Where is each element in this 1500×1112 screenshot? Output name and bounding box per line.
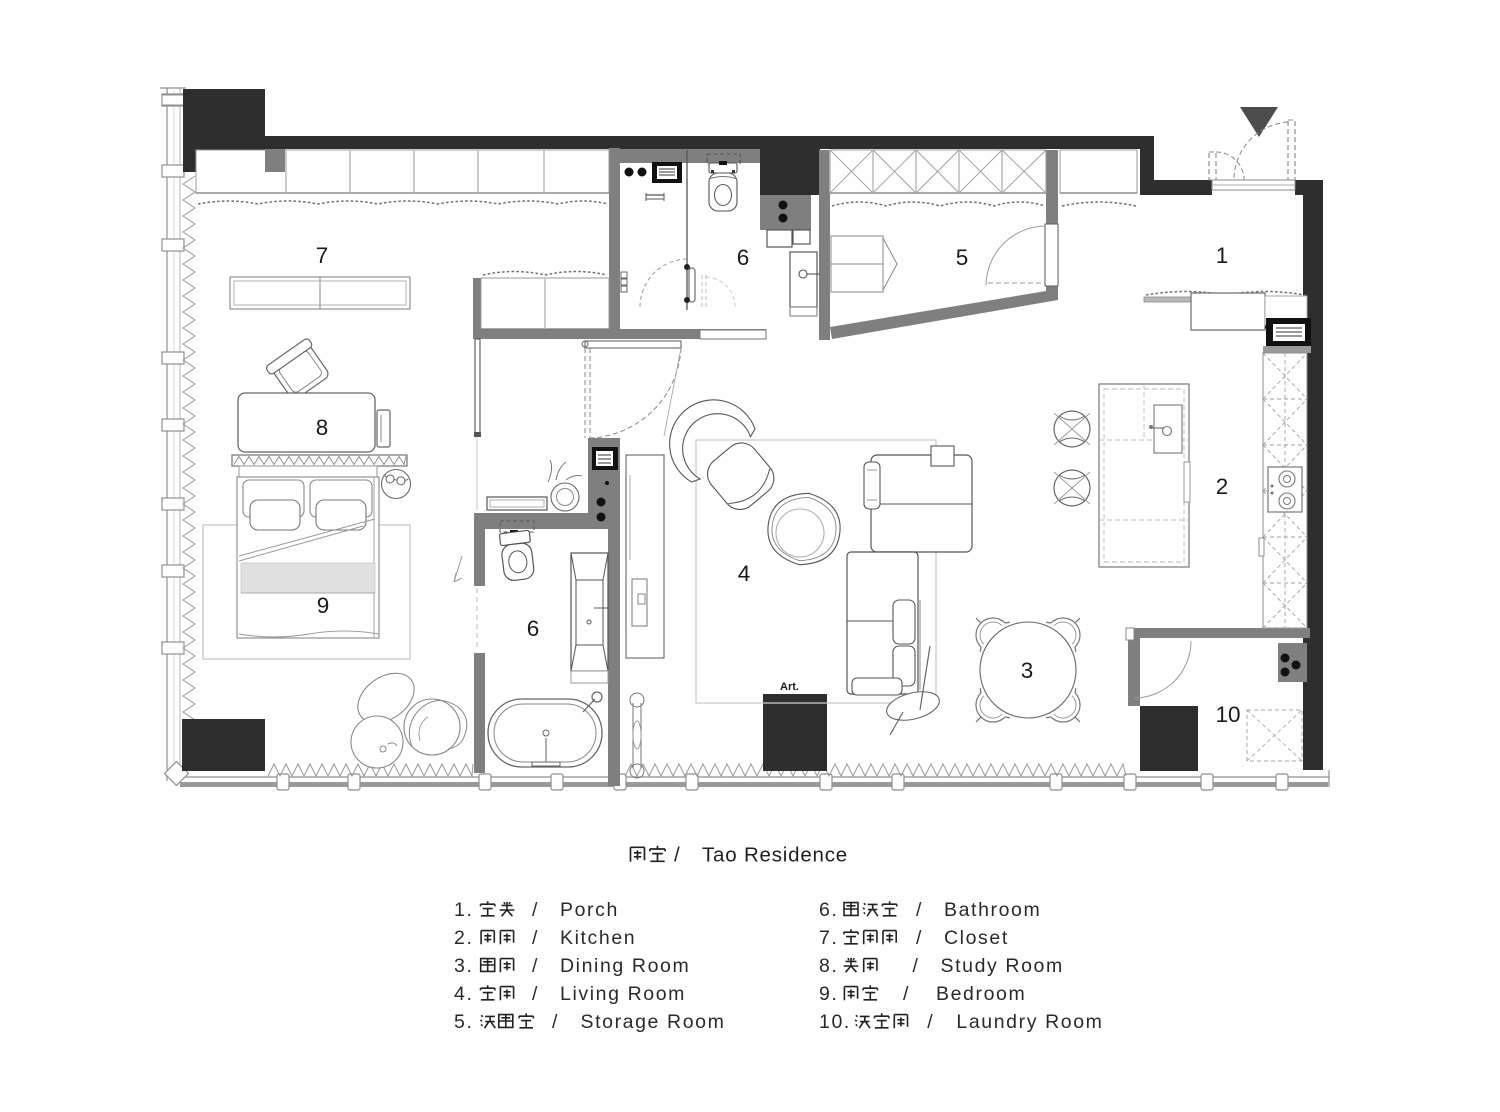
svg-text:/: /	[903, 983, 910, 1005]
svg-text:3.: 3.	[454, 955, 473, 977]
svg-text:2.: 2.	[454, 927, 473, 949]
svg-text:/: /	[674, 844, 681, 867]
svg-text:7: 7	[316, 243, 329, 268]
svg-text:8: 8	[316, 415, 329, 440]
svg-text:Dining Room: Dining Room	[560, 955, 690, 977]
svg-text:3: 3	[1021, 658, 1034, 683]
svg-text:7.: 7.	[819, 927, 838, 949]
svg-text:1: 1	[1216, 243, 1229, 268]
svg-text:/: /	[916, 899, 923, 921]
svg-text:Closet: Closet	[944, 927, 1009, 949]
svg-text:/: /	[532, 899, 539, 921]
svg-text:9.: 9.	[819, 983, 838, 1005]
svg-text:5: 5	[956, 245, 969, 270]
svg-text:Porch: Porch	[560, 899, 619, 921]
svg-text:Bedroom: Bedroom	[936, 983, 1026, 1005]
svg-text:Living Room: Living Room	[560, 983, 686, 1005]
svg-text:Kitchen: Kitchen	[560, 927, 636, 949]
svg-text:8.: 8.	[819, 955, 838, 977]
svg-text:4: 4	[738, 561, 751, 586]
svg-text:4.: 4.	[454, 983, 473, 1005]
svg-text:/: /	[913, 955, 920, 977]
svg-text:10: 10	[1215, 702, 1240, 727]
svg-text:9: 9	[317, 593, 330, 618]
svg-text:Tao Residence: Tao Residence	[702, 844, 848, 867]
svg-text:/: /	[532, 927, 539, 949]
svg-text:/: /	[532, 983, 539, 1005]
svg-text:1.: 1.	[454, 899, 473, 921]
svg-text:Bathroom: Bathroom	[944, 899, 1041, 921]
svg-text:Laundry Room: Laundry Room	[956, 1011, 1103, 1033]
svg-text:5.: 5.	[454, 1011, 473, 1033]
svg-text:Storage Room: Storage Room	[581, 1011, 726, 1033]
svg-text:/: /	[927, 1011, 934, 1033]
svg-text:6: 6	[737, 245, 750, 270]
svg-text:Study Room: Study Room	[941, 955, 1064, 977]
svg-text:6: 6	[527, 616, 540, 641]
svg-text:/: /	[552, 1011, 559, 1033]
svg-text:/: /	[916, 927, 923, 949]
svg-text:/: /	[532, 955, 539, 977]
svg-text:10.: 10.	[819, 1011, 851, 1033]
svg-text:Art.: Art.	[780, 681, 799, 693]
svg-text:6.: 6.	[819, 899, 838, 921]
svg-text:2: 2	[1216, 474, 1229, 499]
